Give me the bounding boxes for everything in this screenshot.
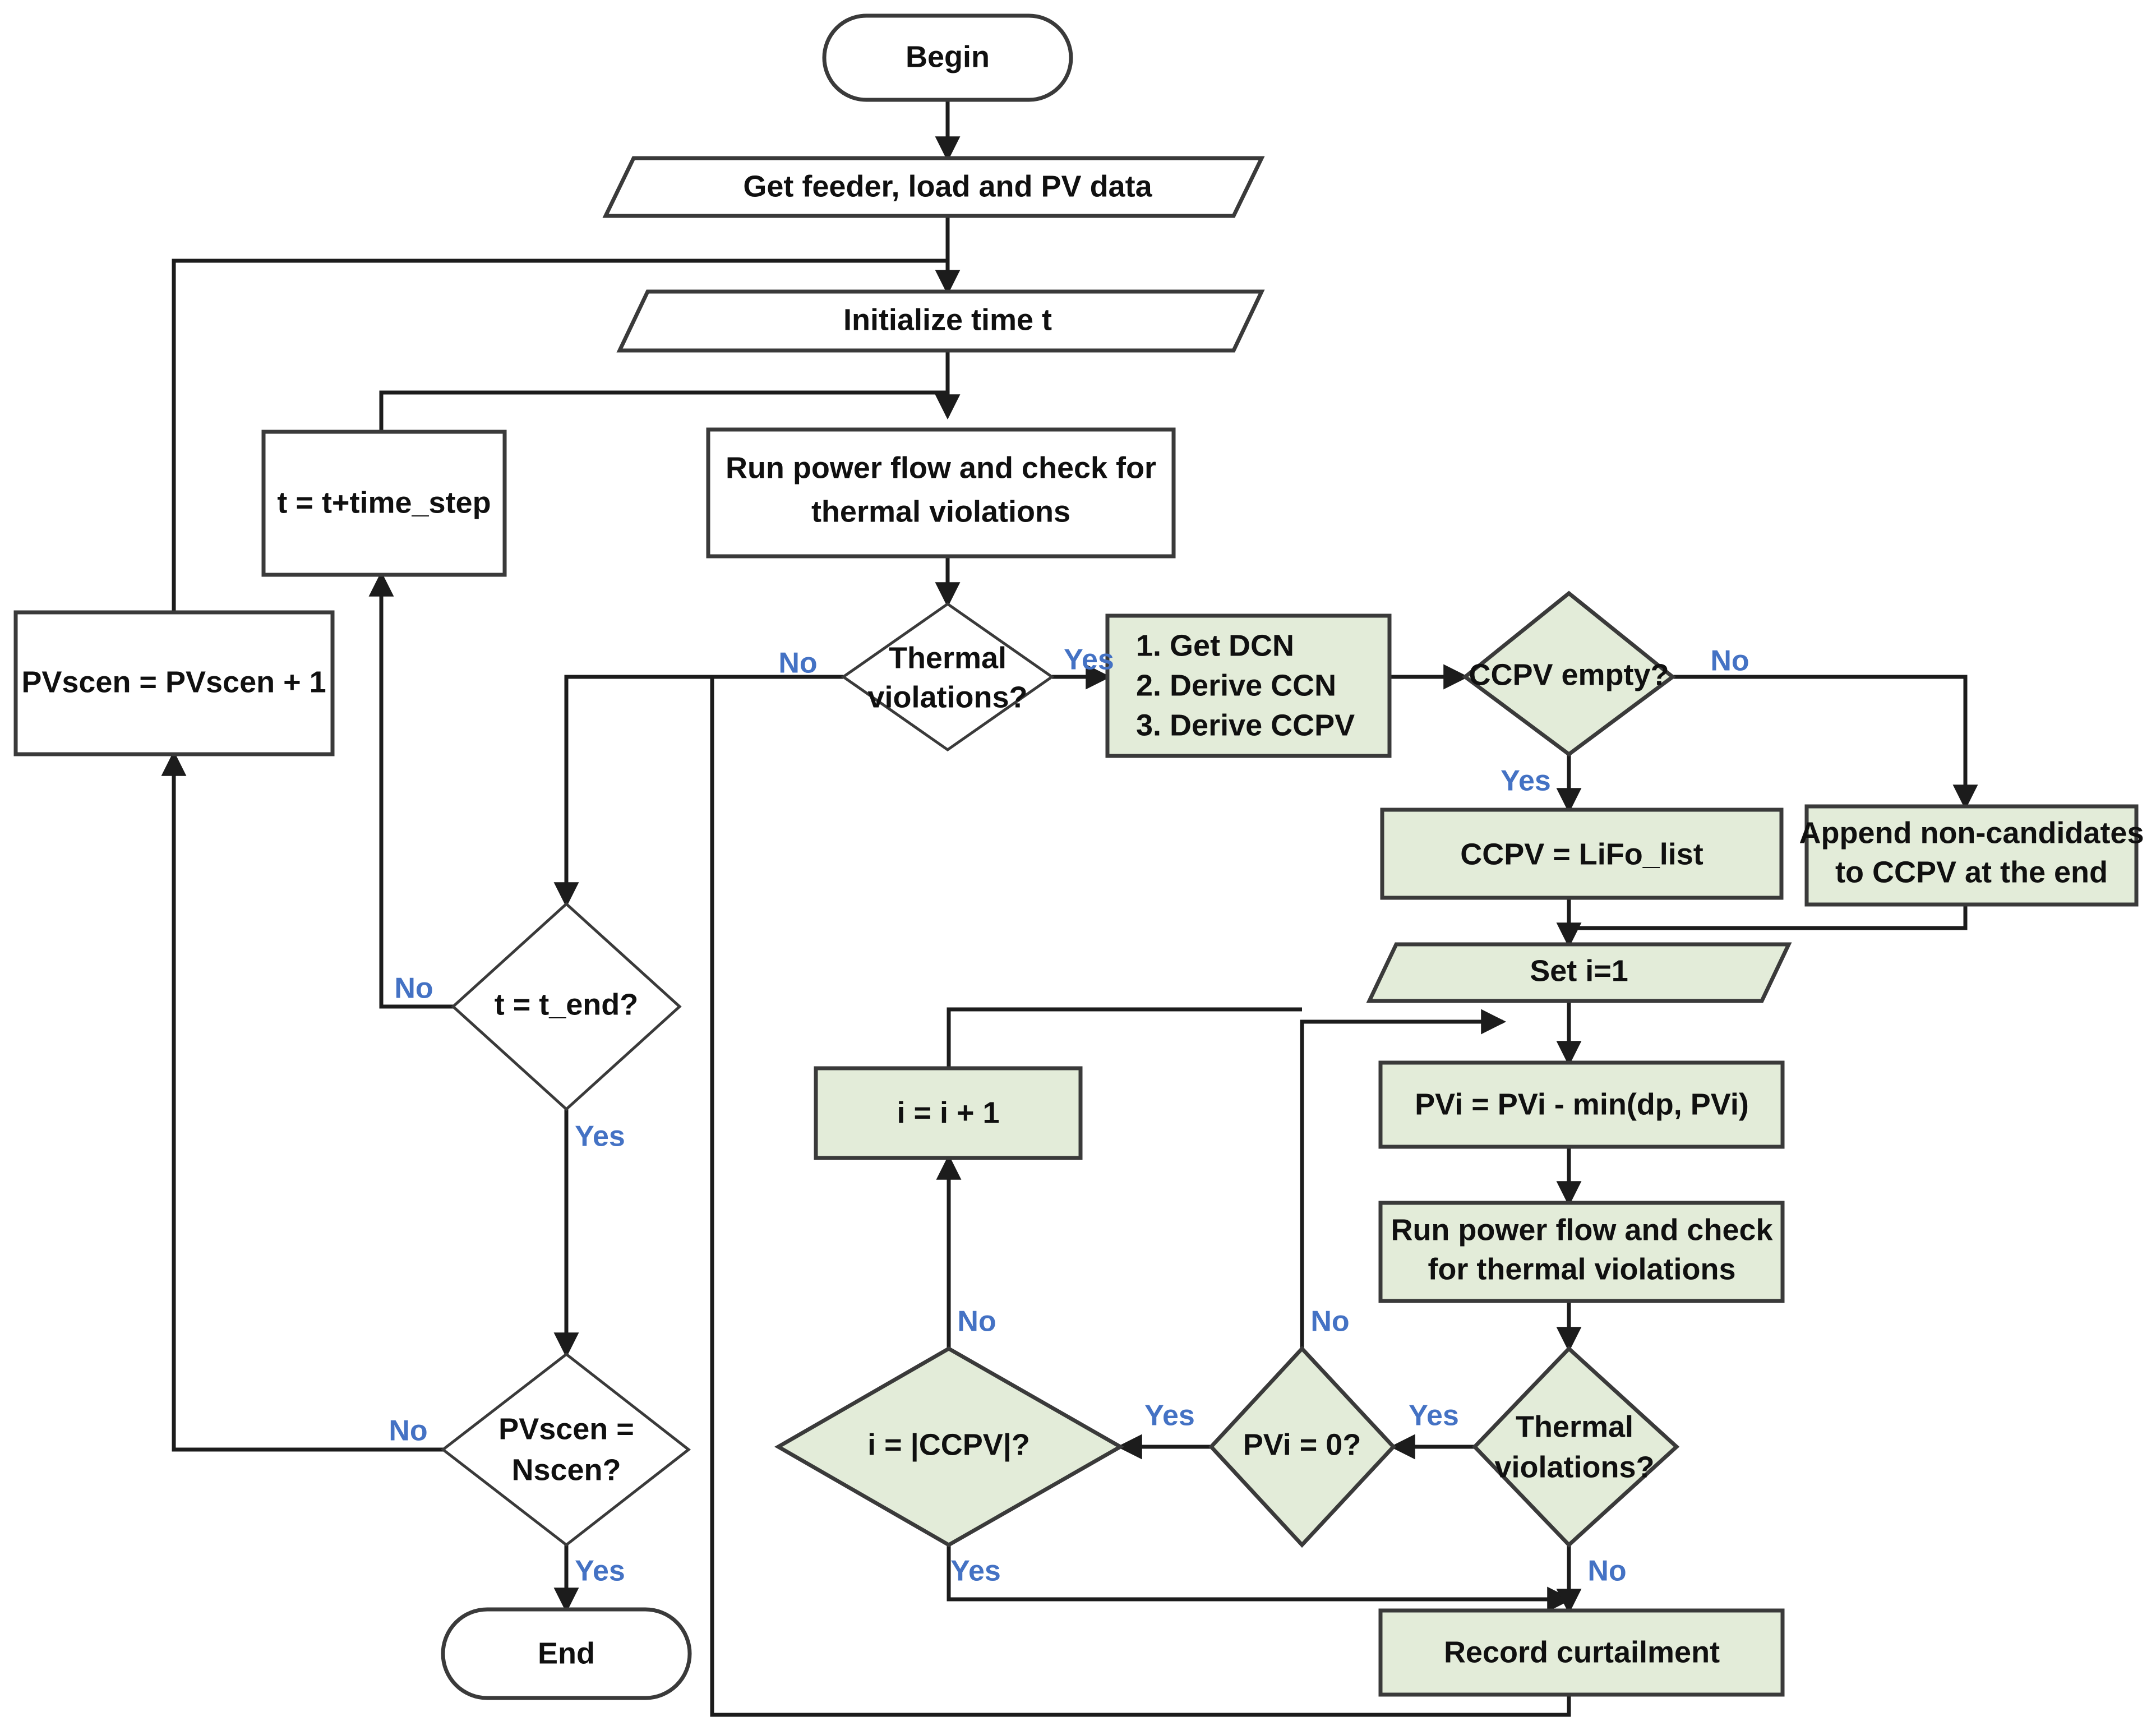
node-thermal-violations-1-line1: Thermal bbox=[889, 641, 1007, 675]
node-thermal-violations-2-line2: violations? bbox=[1494, 1450, 1654, 1484]
node-time-step-label: t = t+time_step bbox=[277, 486, 491, 519]
node-run-powerflow-1-line2: thermal violations bbox=[811, 495, 1070, 528]
node-i-increment-label: i = i + 1 bbox=[897, 1096, 999, 1129]
node-get-data-label: Get feeder, load and PV data bbox=[743, 169, 1152, 203]
node-run-powerflow-1[interactable]: Run power flow and check for thermal vio… bbox=[706, 427, 1176, 559]
node-pvi-update[interactable]: PVi = PVi - min(dp, PVi) bbox=[1378, 1060, 1785, 1149]
edge-label-pvizero-yes: Yes bbox=[1144, 1400, 1195, 1432]
edge-thermal1-no-to-tend bbox=[553, 675, 843, 908]
node-thermal-violations-2-line1: Thermal bbox=[1516, 1410, 1633, 1443]
node-set-i[interactable]: Set i=1 bbox=[1366, 942, 1792, 1003]
node-pvi-zero[interactable]: PVi = 0? bbox=[1208, 1345, 1396, 1548]
edge-label-pvscen-no: No bbox=[389, 1415, 427, 1447]
edge-append-to-seti-join bbox=[1569, 905, 1968, 930]
node-pvscen-check-line2: Nscen? bbox=[511, 1453, 621, 1487]
edge-iinc-to-loopline bbox=[947, 1007, 1302, 1068]
edge-label-tend-no: No bbox=[394, 972, 433, 1005]
node-i-equals-ccpv[interactable]: i = |CCPV|? bbox=[774, 1346, 1125, 1548]
node-ccpv-empty[interactable]: CCPV empty? bbox=[1462, 590, 1676, 757]
edge-record-to-thermal1-return bbox=[710, 677, 1571, 1717]
node-run-powerflow-2-line2: for thermal violations bbox=[1428, 1252, 1735, 1286]
node-end[interactable]: End bbox=[441, 1607, 692, 1700]
node-pvscen-check[interactable]: PVscen = Nscen? bbox=[440, 1352, 691, 1547]
edge-label-ccpvempty-no: No bbox=[1710, 645, 1749, 677]
node-get-data[interactable]: Get feeder, load and PV data bbox=[602, 156, 1265, 218]
node-begin[interactable]: Begin bbox=[822, 13, 1073, 102]
node-t-end-label: t = t_end? bbox=[495, 988, 639, 1021]
node-init-time-label: Initialize time t bbox=[843, 303, 1052, 336]
node-i-increment[interactable]: i = i + 1 bbox=[814, 1066, 1083, 1160]
node-thermal-violations-2[interactable]: Thermal violations? bbox=[1472, 1346, 1680, 1548]
node-ccpv-lifo-label: CCPV = LiFo_list bbox=[1460, 837, 1703, 871]
node-record-curtailment-label: Record curtailment bbox=[1444, 1635, 1720, 1669]
node-thermal-violations-1-line2: violations? bbox=[867, 680, 1027, 714]
node-derive-steps-line2: 2. Derive CCN bbox=[1136, 668, 1336, 702]
node-ccpv-lifo[interactable]: CCPV = LiFo_list bbox=[1380, 807, 1784, 900]
edge-label-tend-yes: Yes bbox=[575, 1120, 625, 1153]
edge-label-thermal2-no: No bbox=[1587, 1555, 1626, 1588]
edge-labels: No Yes No Yes No Yes No Yes No Yes No Ye… bbox=[389, 644, 1749, 1588]
edge-label-thermal2-yes: Yes bbox=[1409, 1400, 1459, 1432]
node-pvscen-check-line1: PVscen = bbox=[498, 1412, 634, 1446]
node-time-step[interactable]: t = t+time_step bbox=[261, 430, 507, 577]
node-thermal-violations-1[interactable]: Thermal violations? bbox=[841, 602, 1055, 752]
connectors bbox=[161, 100, 1978, 1717]
node-append-line1: Append non-candidates bbox=[1799, 816, 2144, 850]
node-derive-steps[interactable]: 1. Get DCN 2. Derive CCN 3. Derive CCPV bbox=[1105, 613, 1392, 758]
edge-pvizero-no-up bbox=[1300, 1009, 1507, 1349]
edge-label-ccpvempty-yes: Yes bbox=[1501, 765, 1551, 797]
edge-label-thermal1-yes: Yes bbox=[1064, 644, 1114, 676]
edge-label-pvizero-no: No bbox=[1310, 1305, 1349, 1338]
node-derive-steps-line1: 1. Get DCN bbox=[1136, 629, 1294, 662]
edge-tend-no-to-timestep bbox=[368, 571, 453, 1009]
node-pvscen-increment-label: PVscen = PVscen + 1 bbox=[21, 665, 326, 699]
node-record-curtailment[interactable]: Record curtailment bbox=[1378, 1608, 1785, 1697]
edge-label-iccpv-no: No bbox=[957, 1305, 996, 1338]
node-append-line2: to CCPV at the end bbox=[1835, 855, 2108, 889]
edge-label-iccpv-yes: Yes bbox=[950, 1555, 1001, 1588]
node-begin-label: Begin bbox=[906, 40, 990, 73]
node-run-powerflow-1-line1: Run power flow and check for bbox=[726, 451, 1156, 484]
edge-timestep-to-runpf1-return bbox=[379, 390, 948, 432]
edge-pvscencheck-no-to-pvsceninc bbox=[161, 750, 443, 1452]
node-derive-steps-line3: 3. Derive CCPV bbox=[1136, 708, 1355, 742]
node-set-i-label: Set i=1 bbox=[1530, 954, 1628, 988]
node-append-non-candidates[interactable]: Append non-candidates to CCPV at the end bbox=[1799, 804, 2144, 907]
node-i-equals-ccpv-label: i = |CCPV|? bbox=[867, 1428, 1030, 1462]
edge-label-pvscen-yes: Yes bbox=[575, 1555, 625, 1588]
edge-ccpvempty-no-to-append bbox=[1673, 675, 1978, 810]
edge-pvsceninc-to-init-return bbox=[172, 259, 948, 612]
node-init-time[interactable]: Initialize time t bbox=[616, 289, 1265, 353]
node-ccpv-empty-label: CCPV empty? bbox=[1469, 658, 1669, 691]
edge-iccpv-yes-to-record bbox=[947, 1545, 1573, 1612]
node-end-label: End bbox=[538, 1636, 595, 1670]
node-run-powerflow-2[interactable]: Run power flow and check for thermal vio… bbox=[1378, 1201, 1785, 1303]
node-pvscen-increment[interactable]: PVscen = PVscen + 1 bbox=[13, 610, 335, 756]
edge-label-thermal1-no: No bbox=[778, 647, 817, 680]
node-pvi-zero-label: PVi = 0? bbox=[1243, 1428, 1361, 1461]
node-t-end[interactable]: t = t_end? bbox=[451, 902, 682, 1111]
node-pvi-update-label: PVi = PVi - min(dp, PVi) bbox=[1415, 1087, 1749, 1121]
node-run-powerflow-2-line1: Run power flow and check bbox=[1391, 1213, 1773, 1247]
